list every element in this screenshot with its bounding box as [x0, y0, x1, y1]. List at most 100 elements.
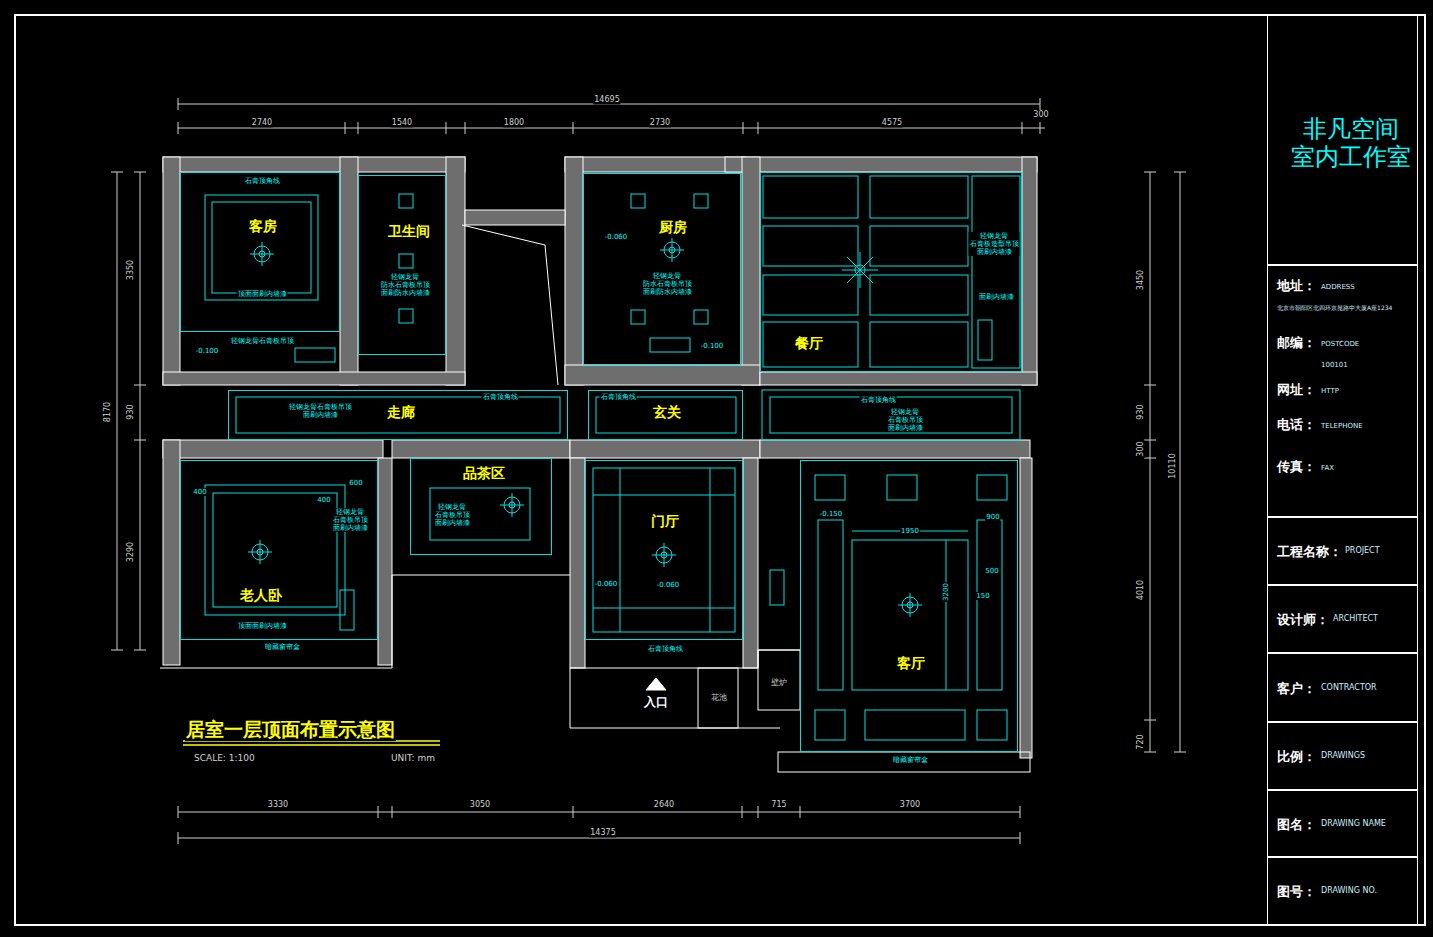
title-block-text: 客户： [1276, 681, 1317, 696]
plan-label: 入口 [643, 696, 669, 710]
dimension-text: 930 [1136, 403, 1145, 420]
room-name: 品茶区 [462, 465, 506, 481]
room-ceiling: 卫生间 [358, 175, 446, 355]
room-ceiling: 厨房 [583, 173, 741, 365]
ceiling-note: 轻钢龙骨 石膏板造型吊顶 面刷内墙漆 [969, 232, 1020, 256]
dimension-text: 300 [1032, 110, 1049, 119]
ceiling-note: 150 [975, 592, 990, 600]
ceiling-note: 石膏顶角线 [482, 393, 519, 401]
ceiling-note: 600 [348, 479, 363, 487]
ceiling-note: 500 [984, 567, 999, 575]
ceiling-note: 顶面面刷内墙漆 [237, 290, 288, 298]
title-block-text: 图号： [1276, 885, 1317, 900]
title-block-cell: 设计师：ARCHITECT [1267, 585, 1418, 653]
dimension-text: 3050 [469, 800, 491, 809]
title-block-text: DRAWINGS [1320, 751, 1366, 760]
title-block-text: 传真： [1276, 460, 1317, 475]
ceiling-note: -0.100 [195, 347, 220, 355]
ceiling-note: -0.060 [656, 581, 681, 589]
ceiling-note: 石膏顶角线 [244, 177, 281, 185]
dimension-lines [111, 98, 1186, 844]
title-block-text: 邮编： [1276, 336, 1317, 351]
ceiling-note: 面刷内墙漆 [978, 293, 1015, 301]
title-block-cell: 非凡空间 室内工作室 [1267, 15, 1418, 265]
title-underline [183, 741, 440, 745]
dimension-text: UNIT: mm [390, 753, 436, 763]
dimension-text: 壁炉 [770, 678, 788, 687]
dimension-text: 300 [1136, 440, 1145, 457]
room-name: 厨房 [658, 219, 688, 235]
dimension-text: 1540 [391, 118, 413, 127]
dimension-text: 4010 [1136, 579, 1145, 601]
title-block-text: ARCHITECT [1332, 614, 1379, 623]
title-block-text: HTTP [1320, 387, 1340, 395]
title-block-text: 比例： [1276, 750, 1317, 765]
dimension-text: SCALE: 1:100 [193, 753, 256, 763]
ceiling-note: -0.100 [700, 342, 725, 350]
room-name: 门厅 [650, 513, 680, 529]
dimension-text: 3290 [126, 541, 135, 563]
dimension-text: 14375 [589, 828, 616, 837]
dimension-text: 930 [126, 403, 135, 420]
room-name: 老人卧 [239, 587, 283, 603]
title-block-text: 北京市朝阳区北四环京昆路中大厦A座1234 [1276, 305, 1393, 312]
dimension-text: 2640 [653, 800, 675, 809]
title-block-text: DRAWING NAME [1320, 819, 1387, 828]
title-block-text: FAX [1320, 464, 1335, 472]
dimension-text: 3700 [899, 800, 921, 809]
ceiling-note: 石膏顶角线 [860, 396, 897, 404]
ceiling-note: 暗藏窗帘盒 [892, 756, 929, 764]
ceiling-note: 顶面面刷内墙漆 [237, 622, 288, 630]
drawing-title: 居室一层顶面布置示意图 [185, 719, 396, 741]
dimension-text: 14695 [593, 95, 620, 104]
title-block-text: 网址： [1276, 383, 1317, 398]
sheet-frame [15, 15, 1425, 925]
ceiling-note: 轻钢龙骨 防水石膏板吊顶 面刷防水内墙漆 [380, 273, 431, 297]
room-name: 玄关 [652, 404, 682, 420]
title-block-cell: 比例：DRAWINGS [1267, 722, 1418, 790]
ceiling-note: 轻钢龙骨 石膏板吊顶 面刷内墙漆 [887, 408, 924, 432]
title-block-cell: 图名：DRAWING NAME [1267, 790, 1418, 857]
ceiling-note: 轻钢龙骨 防水石膏板吊顶 面刷防水内墙漆 [642, 272, 693, 296]
ceiling-note: -0.060 [594, 580, 619, 588]
outline-lines [160, 225, 1030, 772]
ceiling-note: 3200 [942, 582, 950, 602]
dimension-text: 4575 [881, 118, 903, 127]
dimension-text: 715 [770, 800, 787, 809]
title-block-cell: 客户：CONTRACTOR [1267, 653, 1418, 722]
title-block-text: 地址： [1276, 279, 1317, 294]
title-block-text: 工程名称： [1276, 545, 1343, 560]
title-block-cell: 地址：ADDRESS北京市朝阳区北四环京昆路中大厦A座1234邮编：POSTCO… [1267, 265, 1418, 517]
title-block-text: POSTCODE [1320, 340, 1360, 348]
dimension-text: 10110 [1168, 452, 1177, 479]
dimension-text: 8170 [103, 401, 112, 423]
ceiling-note: 石膏顶角线 [647, 645, 684, 653]
room-name: 走廊 [386, 404, 416, 420]
room-ceiling: 餐厅 [760, 172, 1022, 372]
ceiling-note: 400 [192, 488, 207, 496]
title-block-text: PROJECT [1344, 546, 1381, 555]
room-name: 客厅 [896, 655, 926, 671]
dimension-text: 3350 [126, 259, 135, 281]
ceiling-note: 1950 [900, 527, 920, 535]
room-name: 餐厅 [794, 335, 824, 351]
dimension-text: 1800 [503, 118, 525, 127]
ceiling-details [205, 176, 1020, 740]
ceiling-note: 400 [316, 496, 331, 504]
room-ceiling: 客房 [180, 172, 340, 332]
title-block-text: TELEPHONE [1320, 422, 1364, 430]
ceiling-note: 轻钢龙骨石膏板吊顶 面刷内墙漆 [288, 403, 353, 419]
dimension-text: 2730 [649, 118, 671, 127]
room-ceiling: 品茶区 [410, 458, 552, 555]
room-ceiling: 门厅 [585, 460, 743, 640]
title-block-text: 电话： [1276, 418, 1317, 433]
title-block-text: DRAWING NO. [1320, 886, 1378, 895]
title-block-text: 图名： [1276, 817, 1317, 832]
dimension-text: 花池 [710, 693, 728, 702]
ceiling-note: 轻钢龙骨 石膏板吊顶 面刷内墙漆 [434, 503, 471, 527]
ceiling-note: 轻钢龙骨石膏板吊顶 [230, 337, 295, 345]
title-block-text: 非凡空间 室内工作室 [1290, 116, 1412, 171]
title-block-text: CONTRACTOR [1320, 683, 1378, 692]
ceiling-note: 暗藏窗帘盒 [264, 643, 301, 651]
